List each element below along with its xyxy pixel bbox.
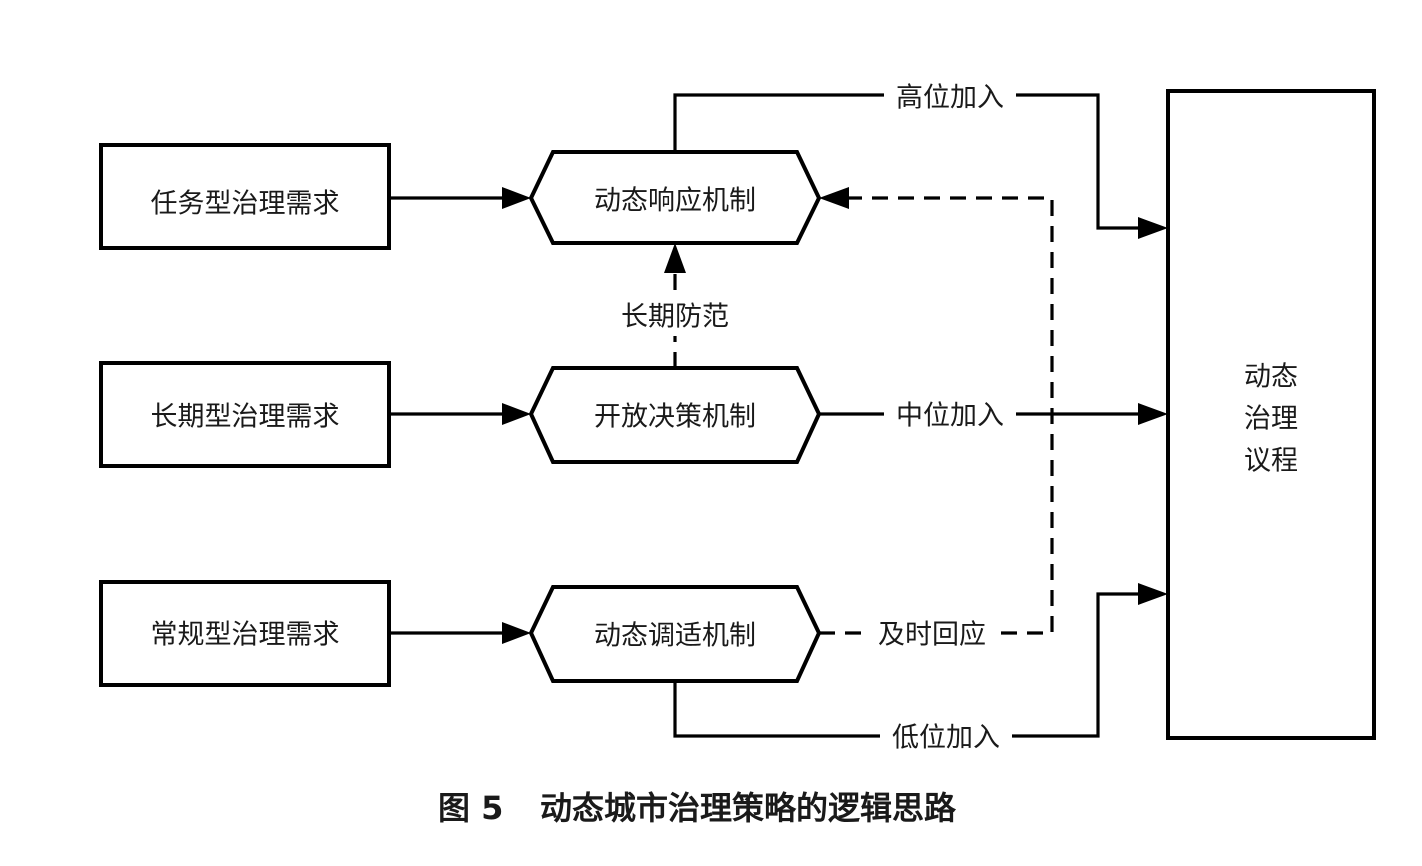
arrowhead-low-join xyxy=(1138,583,1168,605)
arrowhead-high-join xyxy=(1138,217,1168,239)
mechanism-label-adjustment: 动态调适机制 xyxy=(594,621,756,652)
edge-label-timely-response: 及时回应 xyxy=(878,620,986,651)
mechanism-adjustment: 动态调适机制 xyxy=(528,585,822,683)
caption-number: 图 5 xyxy=(438,789,503,827)
arrowhead-long-prevention xyxy=(664,243,686,273)
demand-label-task: 任务型治理需求 xyxy=(151,189,340,220)
edge-label-high-join: 高位加入 xyxy=(896,83,1004,114)
arrowhead-task-to-response xyxy=(502,187,531,209)
edge-label-long-prevention: 长期防范 xyxy=(621,302,729,333)
agenda-label-line1: 动态 xyxy=(1244,362,1298,393)
mechanism-label-open-decision: 开放决策机制 xyxy=(594,402,756,433)
arrowhead-mid-join xyxy=(1138,403,1168,425)
caption-title: 动态城市治理策略的逻辑思路 xyxy=(540,789,957,827)
demand-label-longterm: 长期型治理需求 xyxy=(151,402,340,433)
agenda-box: 动态 治理 议程 xyxy=(1166,89,1376,740)
edge-low-join xyxy=(673,592,1140,738)
edge-label-low-join: 低位加入 xyxy=(892,723,1000,754)
agenda-label-line3: 议程 xyxy=(1244,446,1298,477)
mechanism-label-response: 动态响应机制 xyxy=(594,186,756,217)
edge-label-mid-join: 中位加入 xyxy=(896,401,1004,432)
figure-caption: 图 5 动态城市治理策略的逻辑思路 xyxy=(438,789,957,827)
demand-box-routine: 常规型治理需求 xyxy=(99,580,391,687)
demand-box-longterm: 长期型治理需求 xyxy=(99,361,391,468)
arrowhead-longterm-to-open xyxy=(502,403,531,425)
demand-label-routine: 常规型治理需求 xyxy=(151,620,340,651)
mechanism-open-decision: 开放决策机制 xyxy=(528,366,822,464)
mechanism-response: 动态响应机制 xyxy=(528,150,822,245)
arrowhead-routine-to-adjust xyxy=(502,622,531,644)
arrowhead-timely-response xyxy=(819,187,849,209)
demand-box-task: 任务型治理需求 xyxy=(99,143,391,250)
edge-high-join xyxy=(673,93,1140,230)
agenda-label-line2: 治理 xyxy=(1244,404,1298,435)
